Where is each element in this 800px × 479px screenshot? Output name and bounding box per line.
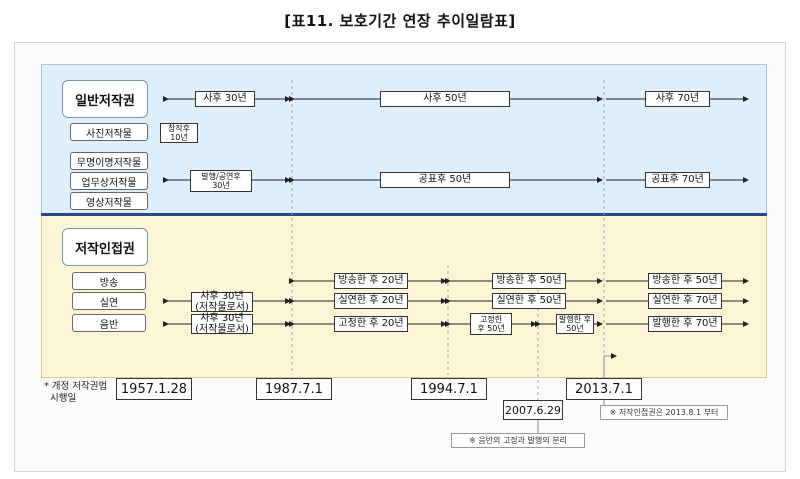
- period-line: 사후 30년: [200, 290, 244, 302]
- date-label: 1994.7.1: [411, 378, 487, 400]
- period-box: 방송한 후 20년: [334, 273, 408, 289]
- row-label-work-for-hire: 업무상저작물: [70, 172, 148, 190]
- period-box: 창작후 10년: [160, 123, 198, 143]
- table-title: [표11. 보호기간 연장 추이일람표]: [284, 12, 516, 30]
- footnote-line: 시행일: [50, 392, 77, 404]
- era-dividers: [291, 80, 605, 400]
- date-label: 2013.7.1: [566, 378, 642, 400]
- period-line: 발행한 후: [559, 314, 591, 324]
- row-label-film: 영상저작물: [70, 192, 148, 210]
- row-label-broadcast: 방송: [72, 272, 146, 290]
- period-line: 발행/공연후: [201, 171, 241, 181]
- period-box: 방송한 후 50년: [492, 273, 566, 289]
- date-label: 2007.6.29: [503, 400, 563, 420]
- period-line: 50년: [566, 324, 584, 333]
- period-line: 10년: [170, 133, 188, 142]
- row-label-record: 음반: [72, 314, 146, 332]
- group-label-neighboring: 저작인접권: [62, 228, 148, 266]
- footnote-line: * 개정 저작권법: [44, 381, 108, 392]
- period-box: 고정한 후 20년: [334, 316, 408, 332]
- row-label-photo: 사진저작물: [70, 123, 148, 141]
- row-label-performance: 실연: [72, 292, 146, 310]
- period-box: 사후 70년: [645, 91, 710, 107]
- period-line: 후 50년: [477, 324, 505, 333]
- period-line: (저작물로서): [195, 302, 249, 313]
- period-box: 사후 50년: [380, 91, 510, 107]
- group-label-copyright: 일반저작권: [62, 80, 148, 118]
- timeline-footnote: * 개정 저작권법 시행일: [44, 381, 114, 405]
- period-line: 30년: [212, 181, 230, 190]
- period-box: 공표후 70년: [645, 172, 710, 188]
- period-box: 발행한 후 50년: [556, 314, 594, 334]
- period-line: 창작후: [167, 123, 191, 133]
- note-neighboring-from: ※ 저작인접권은 2013.8.1 부터: [600, 405, 728, 420]
- period-line: (저작물로서): [195, 324, 249, 335]
- period-box: 사후 30년: [195, 91, 255, 107]
- period-line: 사후 30년: [200, 312, 244, 324]
- period-box: 방송한 후 50년: [648, 273, 722, 289]
- period-box: 발행한 후 70년: [648, 316, 722, 332]
- period-box: 실연한 후 70년: [648, 293, 722, 309]
- note-record-split: ※ 음반의 고정과 발행의 분리: [451, 433, 585, 448]
- section-divider: [41, 213, 767, 216]
- date-label: 1987.7.1: [256, 378, 332, 400]
- period-box: 고정한 후 50년: [470, 313, 512, 335]
- date-label: 1957.1.28: [116, 378, 192, 400]
- period-line: 고정한: [479, 314, 503, 324]
- period-box: 실연한 후 20년: [334, 293, 408, 309]
- period-box: 사후 30년 (저작물로서): [191, 290, 253, 313]
- period-box: 실연한 후 50년: [492, 293, 566, 309]
- period-box: 발행/공연후 30년: [190, 170, 252, 192]
- period-box: 공표후 50년: [380, 172, 510, 188]
- row-label-anonymous: 무명이명저작물: [70, 152, 148, 170]
- period-box: 사후 30년 (저작물로서): [191, 312, 253, 335]
